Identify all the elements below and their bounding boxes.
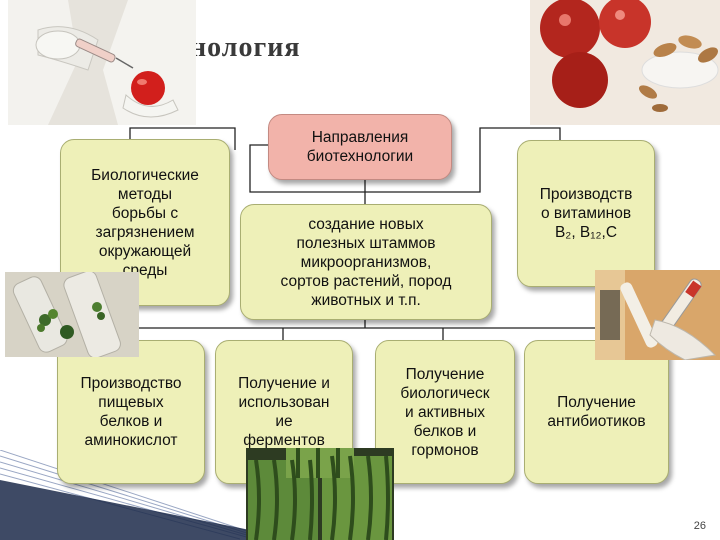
node-biological-methods: Биологические методы борьбы с загрязнени… [60, 139, 230, 306]
decorative-stripes [0, 450, 251, 540]
root-node-label: Направления биотехнологии [306, 129, 414, 165]
plant-tubes-photo [5, 272, 139, 357]
node-antibiotics: Получение антибиотиков [524, 340, 669, 484]
node-enzymes-label: Получение и использован ие ферментов [238, 375, 330, 449]
node-biological-methods-label: Биологические методы борьбы с загрязнени… [91, 166, 199, 279]
root-node: Направления биотехнологии [268, 114, 452, 180]
node-antibiotics-label: Получение антибиотиков [547, 394, 646, 430]
node-new-strains-label: создание новых полезных штаммов микроорг… [280, 215, 452, 309]
node-new-strains: создание новых полезных штаммов микроорг… [240, 204, 492, 320]
node-food-proteins: Производство пищевых белков и аминокисло… [57, 340, 205, 484]
page-number: 26 [693, 520, 706, 532]
scientist-tomato-photo [8, 0, 196, 125]
node-active-proteins-label: Получение биологическ и активных белков … [400, 365, 490, 459]
fruits-nuts-photo [530, 0, 720, 125]
node-food-proteins-label: Производство пищевых белков и аминокисло… [80, 375, 182, 449]
lab-tubes-photo [595, 270, 720, 360]
node-active-proteins: Получение биологическ и активных белков … [375, 340, 515, 484]
node-vitamins: Производств о витаминов B₂, B₁₂,C [517, 140, 655, 287]
square-watermelons-photo [246, 448, 394, 540]
page-title: нология [190, 32, 301, 63]
node-vitamins-label: Производств о витаминов B₂, B₁₂,C [539, 186, 633, 241]
